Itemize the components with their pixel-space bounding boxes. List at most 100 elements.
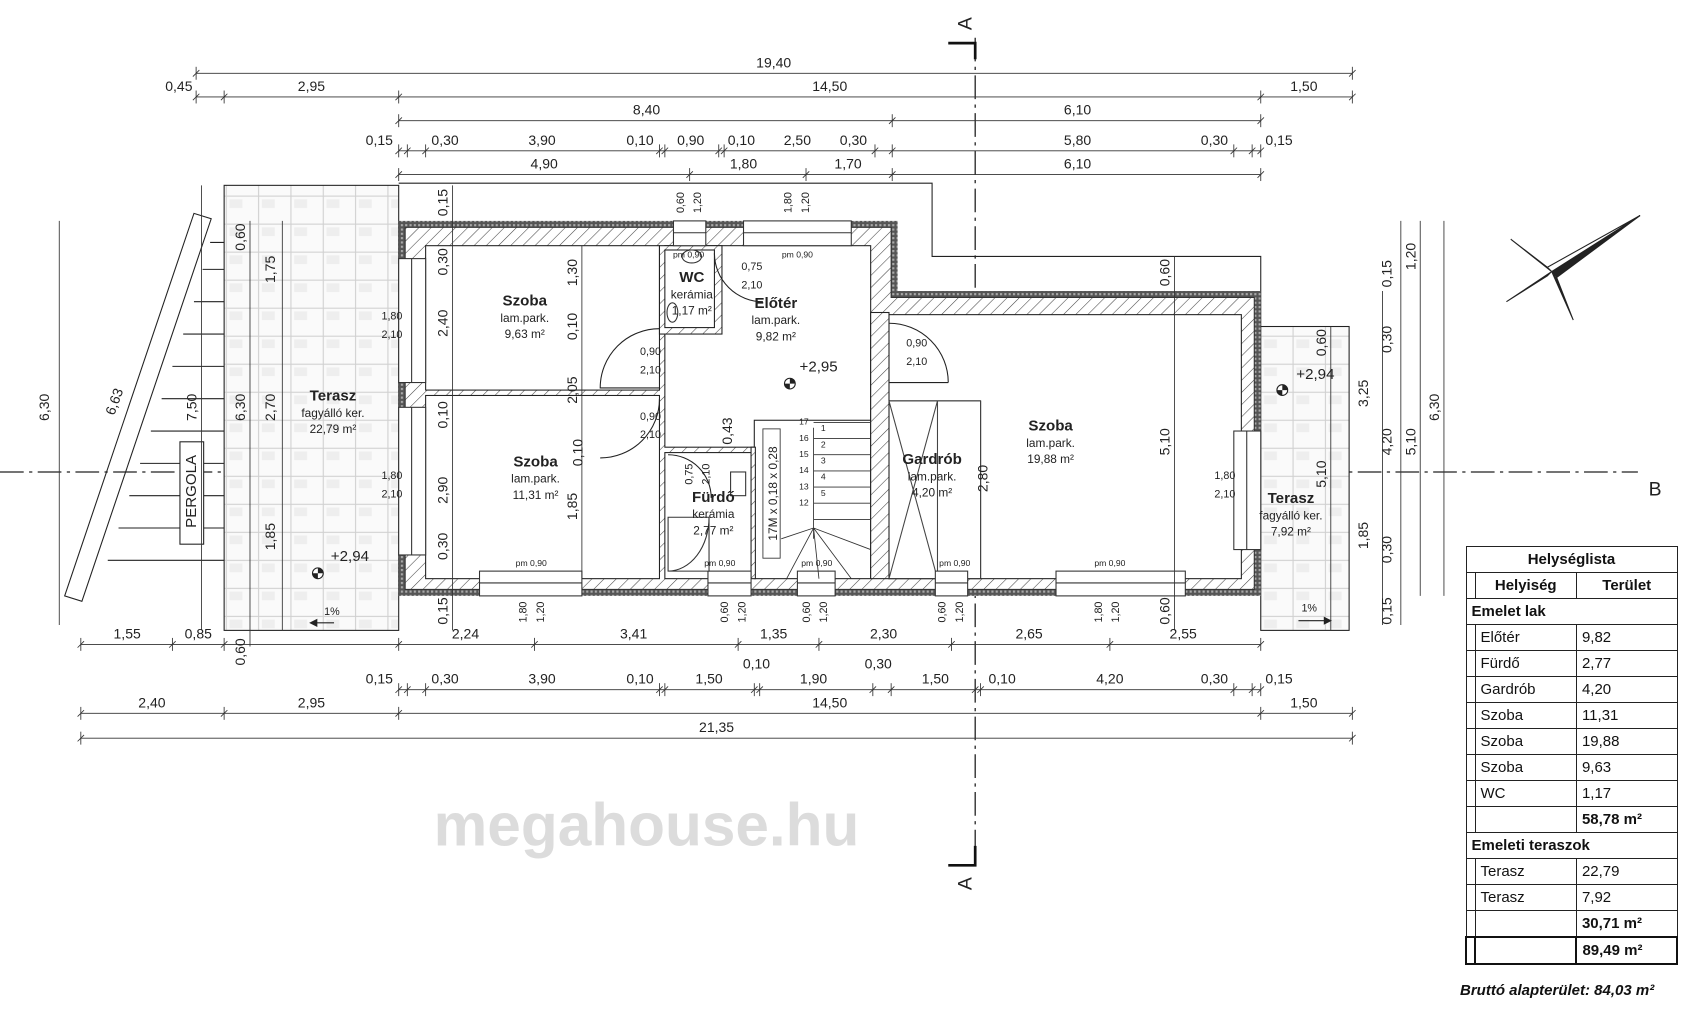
dimension-label: 2,95: [298, 694, 325, 710]
room-name: Fürdő: [692, 489, 735, 506]
room-cell: WC: [1474, 780, 1577, 807]
dimension-tick: [1106, 640, 1114, 648]
dimension-label: 2,95: [298, 78, 325, 94]
dimension-tick: [395, 117, 403, 125]
vertical-dimension-label: 1,20: [1402, 243, 1418, 270]
vertical-dimension-label: 0,60: [1157, 597, 1173, 624]
opening-width-label: 0,90: [640, 346, 661, 358]
dimension-label: 14,50: [812, 694, 847, 710]
dimension-tick: [1248, 686, 1256, 694]
sill-height-label: pm 0,90: [704, 558, 735, 568]
section-b-label: B: [1649, 479, 1662, 501]
dimension-tick: [1257, 171, 1265, 179]
stair-step-number: 12: [799, 498, 809, 508]
room-cell: Szoba: [1474, 754, 1577, 781]
dimension-label: 4,90: [531, 156, 558, 172]
room-floor: lam.park.: [751, 313, 800, 327]
stair-step-number: 14: [799, 465, 809, 475]
vertical-dimension-label: 2,90: [435, 476, 451, 503]
dimension-label: 0,15: [366, 671, 393, 687]
dimension-label: 19,40: [756, 54, 791, 70]
vertical-dimension-label: 6,30: [232, 393, 248, 420]
dimension-tick: [977, 686, 985, 694]
dimension-tick: [871, 147, 879, 155]
room-area: 11,31 m²: [513, 488, 559, 502]
dimension-tick: [395, 93, 403, 101]
level-markers: [311, 377, 1289, 580]
wall-partition-2: [750, 446, 756, 580]
dimension-label: 0,15: [1265, 671, 1292, 687]
dimension-tick: [756, 686, 764, 694]
dimension-label: 0,30: [431, 671, 458, 687]
north-arrow-icon: [1506, 215, 1641, 321]
dimension-tick: [888, 147, 896, 155]
room-area: 2,77 m²: [693, 523, 733, 537]
dimension-tick: [77, 640, 85, 648]
stair-step-number: 1: [821, 423, 826, 433]
room-area: 1,17 m²: [672, 304, 712, 318]
opening-height-label: 1,20: [535, 602, 547, 623]
opening-height-label: 1,20: [954, 602, 966, 623]
room-floor: fagyálló ker.: [301, 406, 364, 420]
dimension-tick: [1257, 147, 1265, 155]
shower-icon: [667, 516, 710, 572]
vertical-dimension-label: 0,30: [435, 532, 451, 559]
opening-height-label: 1,20: [692, 192, 704, 213]
dimension-label: 2,55: [1170, 625, 1197, 641]
dimension-tick: [802, 171, 810, 179]
vertical-dimension-label: 0,15: [1379, 260, 1395, 287]
stair-step-number: 15: [799, 449, 809, 459]
stair-step-number: 17: [799, 417, 809, 427]
dimension-tick: [403, 147, 411, 155]
vertical-dimension-label: 1,75: [262, 256, 278, 283]
column-header-area: Terület: [1575, 572, 1678, 599]
dimension-tick: [655, 147, 664, 155]
dimension-label: 2,24: [452, 625, 479, 641]
opening-width-label: 0,75: [683, 464, 695, 485]
dimension-label: 0,10: [989, 671, 1016, 687]
stair-step-number: 4: [821, 472, 826, 482]
stair-step-number: 5: [821, 488, 826, 498]
area-cell: 19,88: [1575, 728, 1678, 755]
schedule-title: Helységlista: [1465, 546, 1678, 573]
room-cell: Szoba: [1474, 702, 1577, 729]
dimension-tick: [1348, 69, 1356, 77]
section-total: 58,78 m²: [1575, 806, 1678, 833]
opening-width-label: 1,80: [1093, 602, 1105, 623]
gross-area: Bruttó alapterület: 84,03 m²: [1460, 982, 1655, 999]
dimension-label: 0,85: [185, 625, 212, 641]
dimension-label: 1,50: [1290, 78, 1317, 94]
room-szoba-2: [425, 394, 661, 580]
dimension-label: 0,30: [865, 656, 892, 672]
room-name: Szoba: [1028, 418, 1073, 435]
dimension-tick: [220, 709, 228, 717]
dimension-label: 0,90: [677, 132, 704, 148]
opening-width-label: 1,80: [381, 470, 402, 482]
opening-height-label: 2,10: [906, 356, 927, 368]
room-name: Szoba: [503, 293, 548, 310]
area-cell: 2,77: [1575, 650, 1678, 677]
dimension-label: 1,80: [730, 156, 757, 172]
room-floor: lam.park.: [500, 311, 549, 325]
room-name: Szoba: [513, 453, 558, 470]
vertical-dimension-label: 6,63: [102, 386, 126, 417]
dimension-tick: [220, 93, 228, 101]
slope-label: 1%: [1301, 603, 1317, 615]
opening-height-label: 1,20: [818, 602, 830, 623]
room-cell: Terasz: [1474, 884, 1577, 911]
vertical-dimension-label: 7,50: [184, 393, 200, 420]
room-name: Gardrób: [902, 451, 961, 468]
dimension-tick: [888, 171, 896, 179]
grand-total: 89,49 m²: [1575, 936, 1678, 965]
dimension-label: 0,30: [431, 132, 458, 148]
dimension-tick: [395, 686, 403, 694]
opening-height-label: 2,10: [381, 329, 402, 341]
opening-height-label: 2,10: [640, 429, 661, 441]
room-cell: Fürdő: [1474, 650, 1577, 677]
column-header-room: Helyiség: [1474, 572, 1577, 599]
vertical-dimension-label: 1,85: [564, 493, 580, 520]
